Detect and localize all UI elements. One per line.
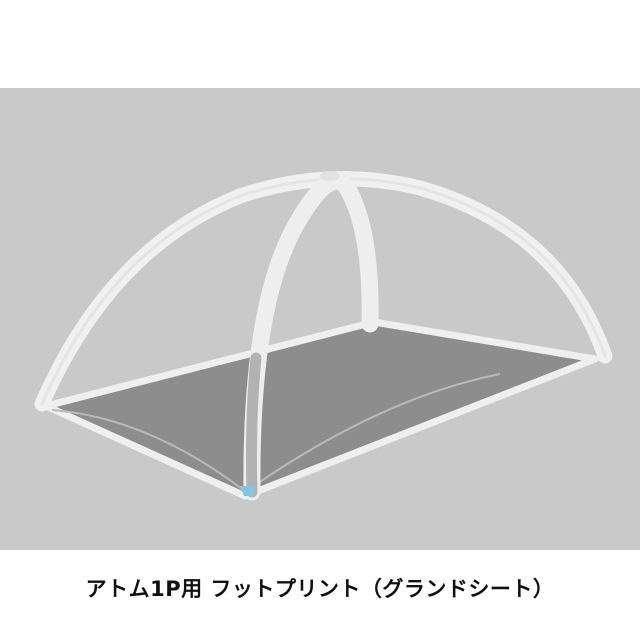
tent-footprint-drawing [34,171,613,501]
product-caption: アトム1P用 フットプリント（グランドシート） [85,577,555,601]
pole-hub [320,171,340,181]
footprint-edge-curve-right [247,373,501,491]
footprint-edge-curve-left [51,409,247,493]
product-illustration [0,88,640,550]
footprint-sheet [42,318,599,500]
corner-accent [240,486,256,496]
